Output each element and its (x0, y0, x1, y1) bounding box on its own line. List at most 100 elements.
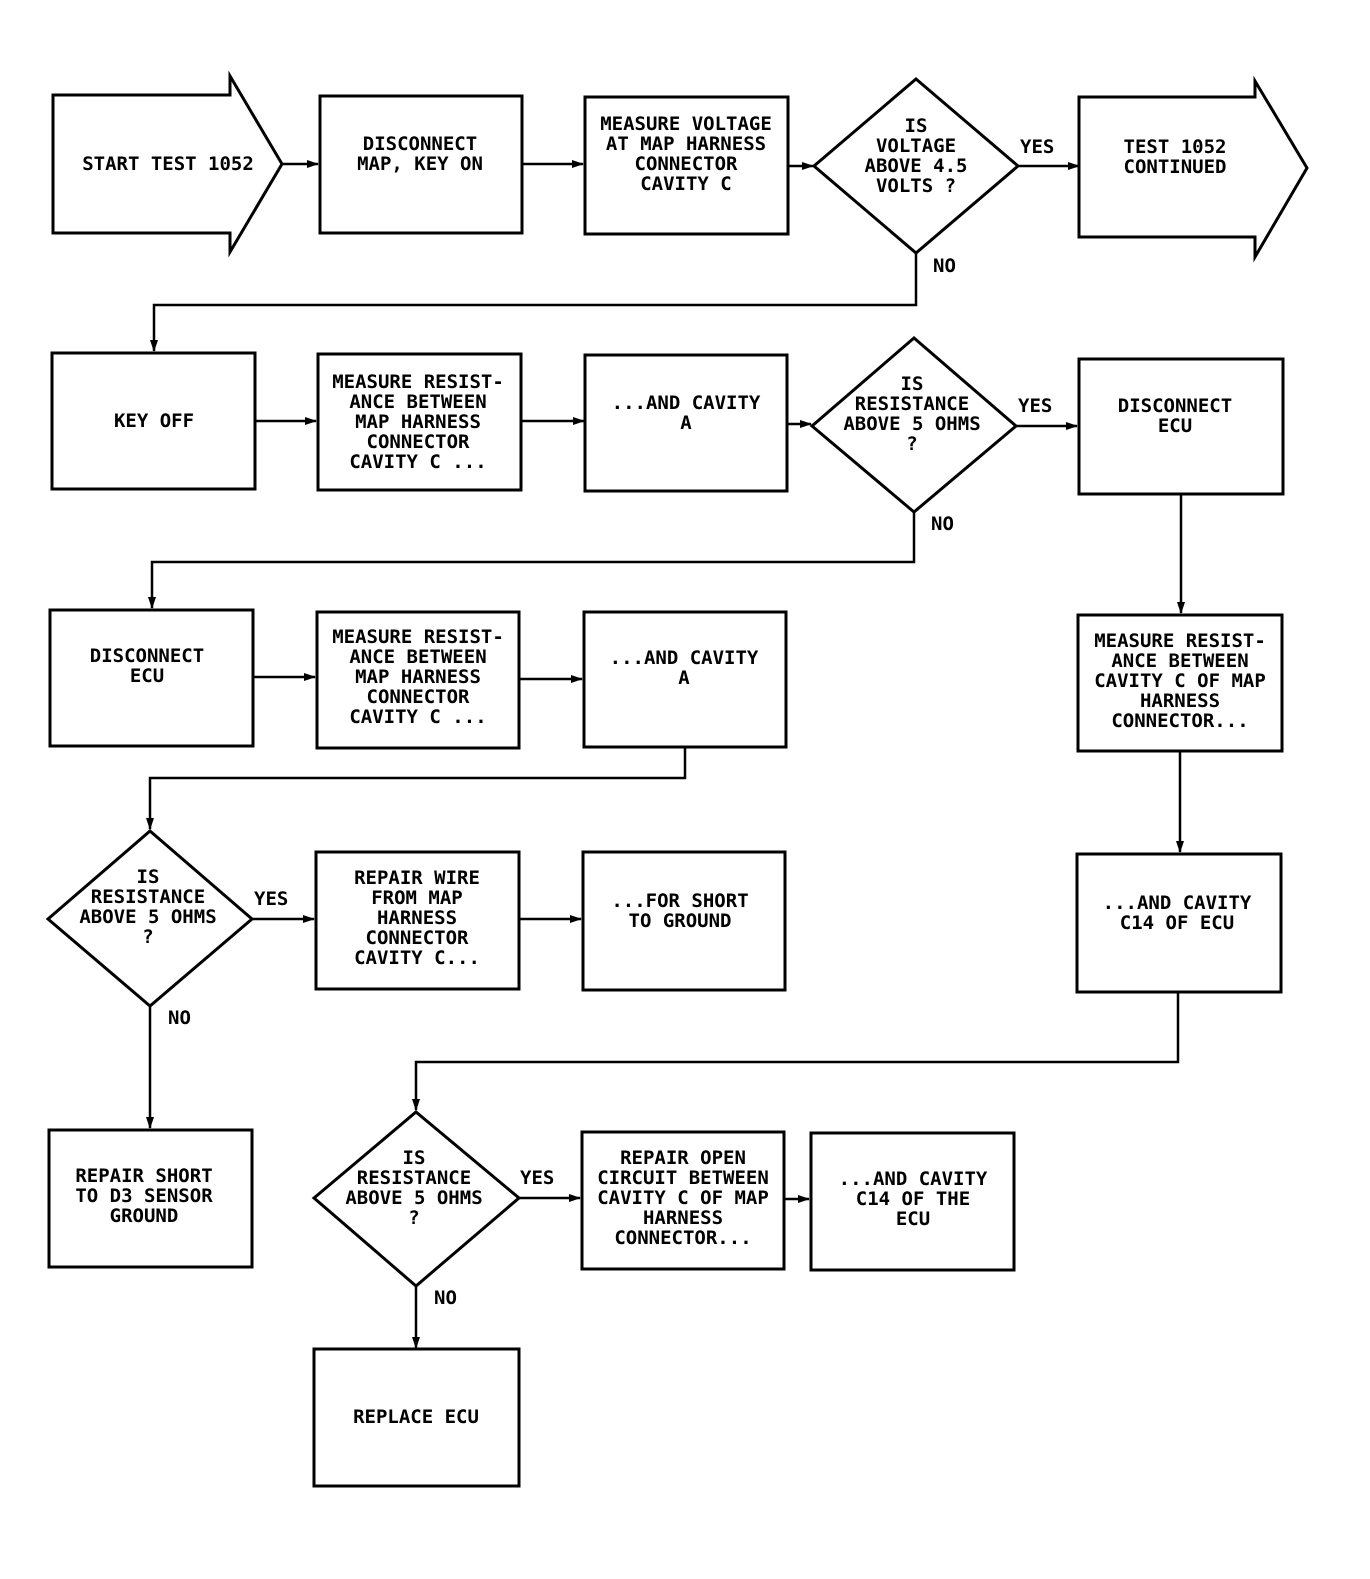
node-text-line: DISCONNECT (90, 645, 204, 667)
node-text-line: ...AND CAVITY (612, 392, 761, 414)
node-text-line: MEASURE RESIST- (332, 371, 504, 393)
label-no-voltage: NO (933, 255, 956, 277)
node-text-line: ANCE BETWEEN (349, 646, 486, 668)
arrow-decision1-no (150, 253, 918, 352)
label-no-resistance-2: NO (168, 1007, 191, 1029)
node-text-line: ECU (896, 1208, 930, 1230)
node-text-line: MEASURE VOLTAGE (600, 113, 772, 135)
node-text-line: MAP HARNESS (355, 411, 481, 433)
node-text-line: REPAIR SHORT (75, 1165, 212, 1187)
connectors (146, 160, 1185, 1349)
node-text-line: CAVITY C OF MAP (597, 1187, 769, 1209)
node-text-line: CONNECTOR (367, 686, 471, 708)
node-text-line: CONNECTOR (366, 927, 470, 949)
label-yes-voltage: YES (1020, 136, 1054, 158)
node-text-line: ...AND CAVITY (610, 647, 759, 669)
node-text-line: ? (142, 926, 153, 948)
node-text-line: REPAIR WIRE (354, 867, 480, 889)
node-text-line: A (680, 412, 692, 434)
node-text-line: ANCE BETWEEN (349, 391, 486, 413)
node-text-line: CAVITY C (640, 173, 732, 195)
node-text-line: HARNESS (377, 907, 457, 929)
node-text-line: VOLTS ? (876, 175, 956, 197)
node-key-off: KEY OFF (50, 351, 257, 491)
node-text-line: MAP HARNESS (355, 666, 481, 688)
node-text-line: ...FOR SHORT (611, 890, 748, 912)
node-text-line: ...AND CAVITY (839, 1168, 988, 1190)
node-replace-ecu-text: REPLACE ECU (353, 1406, 479, 1428)
node-text-line: CAVITY C ... (349, 451, 486, 473)
node-key-off-text: KEY OFF (114, 410, 194, 432)
node-text-line: FROM MAP (371, 887, 463, 909)
label-yes-resistance-3: YES (520, 1167, 554, 1189)
node-text-line: CONNECTOR... (614, 1227, 751, 1249)
node-text-line: AT MAP HARNESS (606, 133, 766, 155)
node-text-line: CONNECTOR... (1111, 710, 1248, 732)
arrow-decision2-no (148, 512, 916, 609)
node-text-line: CONNECTOR (367, 431, 471, 453)
node-text-line: ABOVE 5 OHMS (79, 906, 216, 928)
node-text-line: RESISTANCE (357, 1167, 471, 1189)
node-text-line: DISCONNECT (363, 133, 477, 155)
node-start-text: START TEST 1052 (82, 153, 254, 175)
label-yes-resistance-1: YES (1018, 395, 1052, 417)
node-start: START TEST 1052 (51, 70, 284, 258)
node-text-line: START TEST 1052 (82, 153, 254, 175)
node-text-line: HARNESS (1140, 690, 1220, 712)
node-replace-ecu: REPLACE ECU (312, 1347, 521, 1488)
label-no-resistance-3: NO (434, 1287, 457, 1309)
label-no-resistance-1: NO (931, 513, 954, 535)
node-text-line: HARNESS (643, 1207, 723, 1229)
node-text-line: ? (906, 433, 917, 455)
node-text-line: CAVITY C... (354, 947, 480, 969)
node-text-line: VOLTAGE (876, 135, 956, 157)
node-text-line: IS (905, 115, 928, 137)
node-text-line: ABOVE 5 OHMS (843, 413, 980, 435)
label-yes-resistance-2: YES (254, 888, 288, 910)
node-text-line: MEASURE RESIST- (1094, 630, 1266, 652)
node-text-line: C14 OF ECU (1120, 912, 1234, 934)
node-text-line: REPLACE ECU (353, 1406, 479, 1428)
node-text-line: ABOVE 4.5 (865, 155, 968, 177)
arrow-c14-to-decision (412, 992, 1180, 1111)
node-text-line: TO D3 SENSOR (75, 1185, 213, 1207)
node-text-line: MAP, KEY ON (357, 153, 483, 175)
node-text-line: ABOVE 5 OHMS (345, 1187, 482, 1209)
node-text-line: ECU (1158, 415, 1192, 437)
node-text-line: CIRCUIT BETWEEN (597, 1167, 769, 1189)
